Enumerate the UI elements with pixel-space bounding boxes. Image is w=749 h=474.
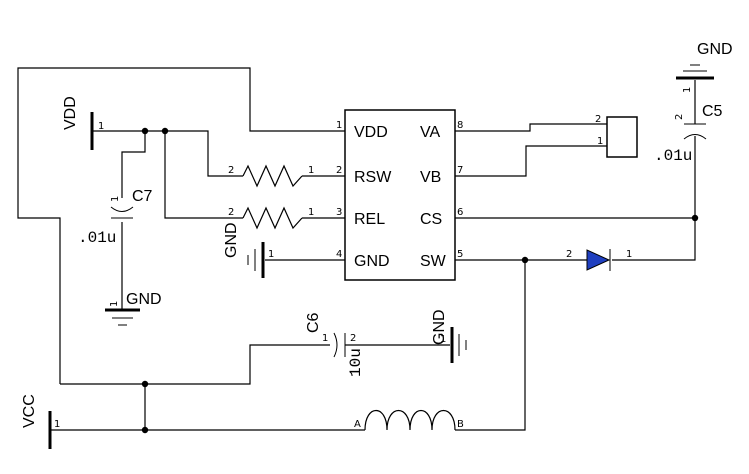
inductor-pin-label: B xyxy=(457,419,464,430)
wire-sw-inductor xyxy=(455,260,526,431)
resistor-pin-number: 2 xyxy=(228,165,234,176)
wire-node-rsw xyxy=(165,130,243,177)
vcc-symbol: VCC 1 xyxy=(21,394,60,449)
resistor-rel: 2 1 xyxy=(228,206,314,230)
capacitor-ref: C7 xyxy=(132,188,153,205)
ground-symbol-ic: GND 1 xyxy=(223,222,274,278)
capacitor-c5: 2 C5 .01u xyxy=(654,103,723,165)
junction-dot xyxy=(521,256,529,264)
capacitor-pin-number: 2 xyxy=(350,333,356,344)
ground-symbol-c7: GND 1 xyxy=(105,291,162,326)
wire-va xyxy=(455,123,607,132)
capacitor-c7: 1 C7 .01u xyxy=(78,188,153,247)
power-label: VDD xyxy=(62,96,79,130)
junction-dot xyxy=(141,127,149,135)
resistor-pin-number: 2 xyxy=(228,207,234,218)
ic-pin-number: 2 xyxy=(336,165,342,176)
power-pin-number: 1 xyxy=(98,121,104,132)
capacitor-value: .01u xyxy=(654,147,692,165)
resistor-zigzag xyxy=(242,164,303,188)
diode-pin-number: 1 xyxy=(626,249,632,260)
power-label: VCC xyxy=(21,394,38,428)
ground-label: GND xyxy=(126,291,162,308)
ic-pin-name: SW xyxy=(420,253,447,270)
ground-symbol-c6: GND 1 xyxy=(431,309,467,363)
ic-pin-name: GND xyxy=(354,253,390,270)
wire-vdd-loop xyxy=(17,67,345,384)
ic-pin-number: 7 xyxy=(457,165,463,176)
ic-pin-name: REL xyxy=(354,211,385,228)
ground-pin-number: 1 xyxy=(440,334,446,345)
ic-pin-number: 4 xyxy=(336,249,342,260)
junction-dot xyxy=(141,426,149,434)
capacitor-plate-curved xyxy=(683,134,707,140)
ic-body xyxy=(344,109,456,281)
junctions xyxy=(141,127,699,434)
capacitor-plate-curved xyxy=(110,206,134,212)
wire-node-rel xyxy=(164,131,243,219)
resistor-rsw: 2 1 xyxy=(228,164,314,188)
junction-dot xyxy=(691,214,699,222)
diode-triangle xyxy=(586,249,611,271)
ground-pin-number: 1 xyxy=(682,87,693,93)
connector-body xyxy=(606,116,638,158)
capacitor-ref: C6 xyxy=(305,312,322,333)
capacitor-value: .01u xyxy=(78,229,116,247)
wire-c6-left xyxy=(60,344,330,385)
ground-symbol-top: GND 1 xyxy=(676,41,733,93)
ic-pin-number: 3 xyxy=(336,207,342,218)
ic-pin-number: 1 xyxy=(336,120,342,131)
capacitor-pin-number: 1 xyxy=(322,333,328,344)
ic-pin-name: VB xyxy=(420,169,441,186)
connector-pin-number: 1 xyxy=(597,136,603,147)
power-pin-number: 1 xyxy=(54,419,60,430)
ic-pin-name: VDD xyxy=(354,124,388,141)
ic-pin-number: 6 xyxy=(457,207,463,218)
inductor: A B xyxy=(354,410,464,431)
ground-label: GND xyxy=(431,309,448,345)
capacitor-pin-number: 1 xyxy=(110,196,121,202)
capacitor-ref: C5 xyxy=(702,103,723,120)
vdd-symbol: VDD 1 xyxy=(62,96,104,150)
ground-label: GND xyxy=(223,222,240,258)
resistor-pin-number: 1 xyxy=(308,165,314,176)
inductor-coil xyxy=(364,410,456,431)
capacitor-c6: 1 2 C6 10u xyxy=(305,312,365,377)
ic-pin-name: CS xyxy=(420,211,442,228)
wires xyxy=(17,67,696,431)
ic-chip: 1 VDD 2 RSW 3 REL 4 GND 8 VA 7 VB 6 CS 5… xyxy=(336,109,463,281)
junction-dot xyxy=(141,380,149,388)
ground-pin-number: 1 xyxy=(109,301,120,307)
wire-vdd-c7 xyxy=(121,131,146,198)
ic-pin-name: RSW xyxy=(354,169,392,186)
capacitor-value: 10u xyxy=(347,348,365,377)
connector-pin-number: 2 xyxy=(595,114,601,125)
diode-pin-number: 2 xyxy=(566,249,572,260)
diode: 2 1 xyxy=(566,249,632,271)
junction-dot xyxy=(161,127,169,135)
capacitor-pin-number: 2 xyxy=(674,114,685,120)
ic-pin-number: 8 xyxy=(457,120,463,131)
inductor-pin-label: A xyxy=(354,419,361,430)
ground-pin-number: 1 xyxy=(268,249,274,260)
ic-pin-name: VA xyxy=(420,124,440,141)
wire-diode-rail xyxy=(612,136,696,261)
capacitor-plate-curved xyxy=(333,332,338,358)
wire-vb xyxy=(455,145,607,177)
resistor-zigzag xyxy=(242,206,303,230)
connector-2pin: 2 1 xyxy=(595,114,638,158)
ground-label: GND xyxy=(697,41,733,58)
resistor-pin-number: 1 xyxy=(308,207,314,218)
ic-pin-number: 5 xyxy=(457,249,463,260)
